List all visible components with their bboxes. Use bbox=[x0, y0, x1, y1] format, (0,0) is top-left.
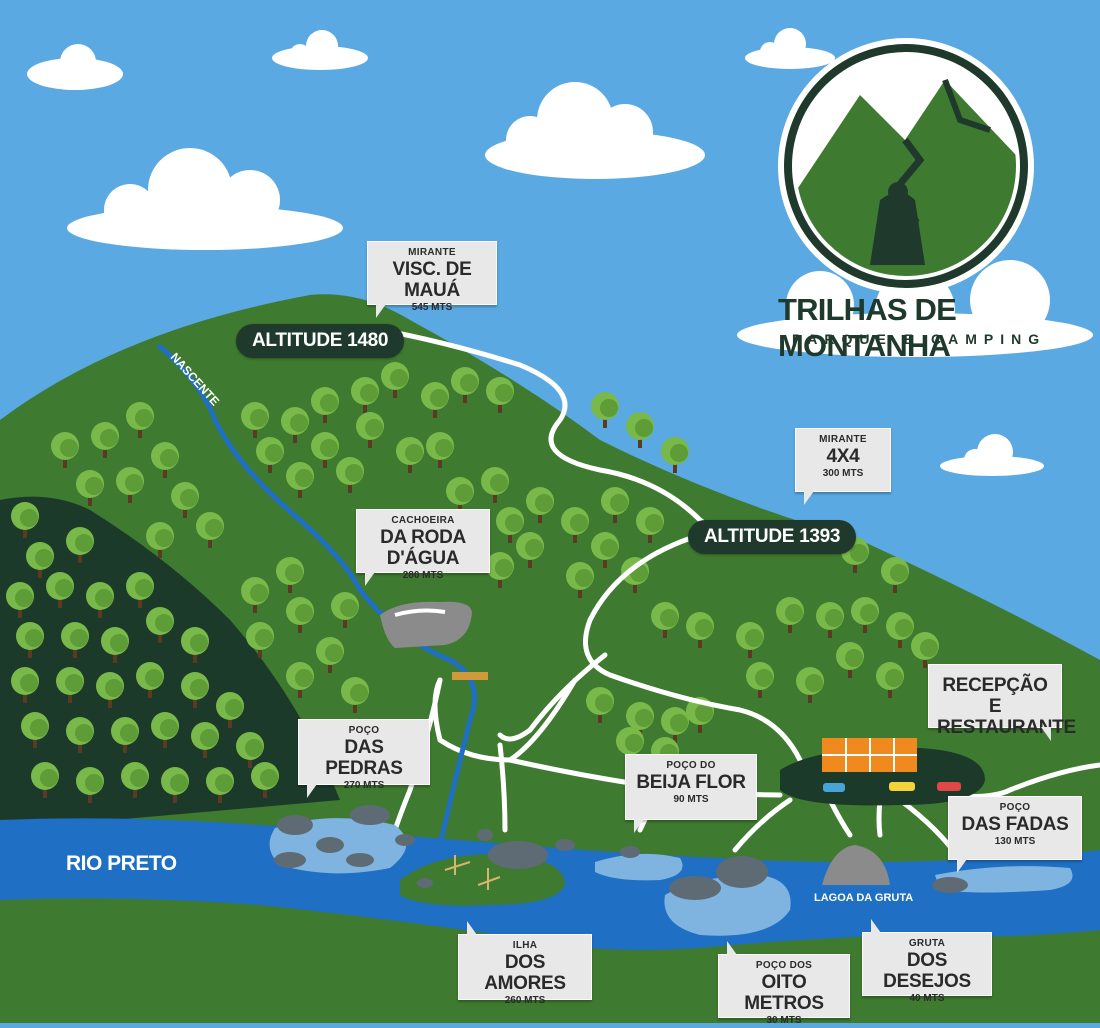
callout-altitude: 545 MTS bbox=[411, 302, 453, 313]
cloud-7 bbox=[737, 260, 1093, 357]
river-label: RIO PRETO bbox=[66, 852, 177, 875]
callout-altitude: 130 MTS bbox=[994, 836, 1036, 847]
cloud-5 bbox=[67, 148, 343, 250]
recepcao-callout[interactable]: RECEPÇÃO E RESTAURANTE bbox=[928, 664, 1076, 741]
cloud-3 bbox=[745, 28, 835, 69]
reception-area bbox=[780, 738, 985, 806]
callout-name: BEIJA FLOR bbox=[636, 772, 746, 793]
poco-beija-flor-callout[interactable]: POÇO DO BEIJA FLOR 90 MTS bbox=[625, 754, 757, 833]
callout-type: CACHOEIRA bbox=[391, 515, 455, 526]
callout-altitude: 280 MTS bbox=[402, 570, 444, 581]
callout-name: DAS PEDRAS bbox=[325, 737, 403, 779]
callout-name: DA RODA D'ÁGUA bbox=[380, 527, 466, 569]
clouds bbox=[27, 28, 1093, 476]
cloud-1 bbox=[27, 44, 123, 90]
oito-metros-callout[interactable]: POÇO DOS OITO METROS 30 MTS bbox=[718, 941, 850, 1026]
callout-type: GRUTA bbox=[908, 938, 946, 949]
cloud-4 bbox=[485, 82, 705, 179]
waterfall-rock bbox=[380, 601, 472, 648]
rocks bbox=[274, 805, 968, 900]
callout-name: DAS FADAS bbox=[961, 814, 1069, 835]
logo bbox=[778, 38, 1034, 294]
mirante-maua-callout[interactable]: MIRANTE VISC. DE MAUÁ 545 MTS bbox=[367, 241, 497, 318]
cachoeira-callout[interactable]: CACHOEIRA DA RODA D'ÁGUA 280 MTS bbox=[356, 509, 490, 586]
callout-altitude: 40 MTS bbox=[909, 993, 945, 1004]
callout-type: MIRANTE bbox=[408, 247, 456, 258]
logo-subtitle: PARQUE E CAMPING bbox=[792, 331, 1047, 347]
lagoa-label: LAGOA DA GRUTA bbox=[814, 892, 914, 904]
altitude-1480-badge: ALTITUDE 1480 bbox=[236, 324, 405, 358]
callout-name: DOS AMORES bbox=[484, 952, 566, 994]
callout-name: VISC. DE MAUÁ bbox=[392, 259, 472, 301]
grotto-rock bbox=[822, 845, 890, 885]
callout-altitude: 270 MTS bbox=[343, 780, 385, 791]
callout-name: 4X4 bbox=[826, 446, 860, 467]
callout-type: ILHA bbox=[512, 940, 538, 951]
callout-altitude: 90 MTS bbox=[673, 794, 709, 805]
callout-type: POÇO DOS bbox=[755, 960, 813, 971]
poco-fadas-callout[interactable]: POÇO DAS FADAS 130 MTS bbox=[948, 796, 1082, 873]
logo-title: TRILHAS DE MONTANHA bbox=[778, 292, 957, 363]
mirante-4x4-callout[interactable]: MIRANTE 4X4 300 MTS bbox=[795, 428, 891, 505]
gruta-desejos-callout[interactable]: GRUTA DOS DESEJOS 40 MTS bbox=[862, 919, 992, 1004]
callout-name: OITO METROS bbox=[744, 972, 824, 1014]
callout-type: MIRANTE bbox=[819, 434, 867, 445]
callout-altitude: 300 MTS bbox=[822, 468, 864, 479]
stream bbox=[156, 343, 477, 846]
callout-altitude: 260 MTS bbox=[504, 995, 546, 1006]
poco-pedras-callout[interactable]: POÇO DAS PEDRAS 270 MTS bbox=[298, 719, 430, 798]
ilha-amores-callout[interactable]: ILHA DOS AMORES 260 MTS bbox=[458, 921, 592, 1006]
callout-type: POÇO bbox=[999, 802, 1031, 813]
callout-line-1: RECEPÇÃO E bbox=[942, 675, 1048, 717]
bridge bbox=[452, 672, 488, 680]
callout-name: DOS DESEJOS bbox=[883, 950, 971, 992]
callout-type: POÇO bbox=[348, 725, 380, 736]
altitude-1393-badge: ALTITUDE 1393 bbox=[688, 520, 857, 554]
cloud-2 bbox=[272, 30, 368, 70]
callout-type: POÇO DO bbox=[666, 760, 716, 771]
callout-altitude: 30 MTS bbox=[766, 1015, 802, 1026]
callout-line-2: RESTAURANTE bbox=[937, 717, 1076, 738]
cloud-6 bbox=[940, 434, 1044, 476]
